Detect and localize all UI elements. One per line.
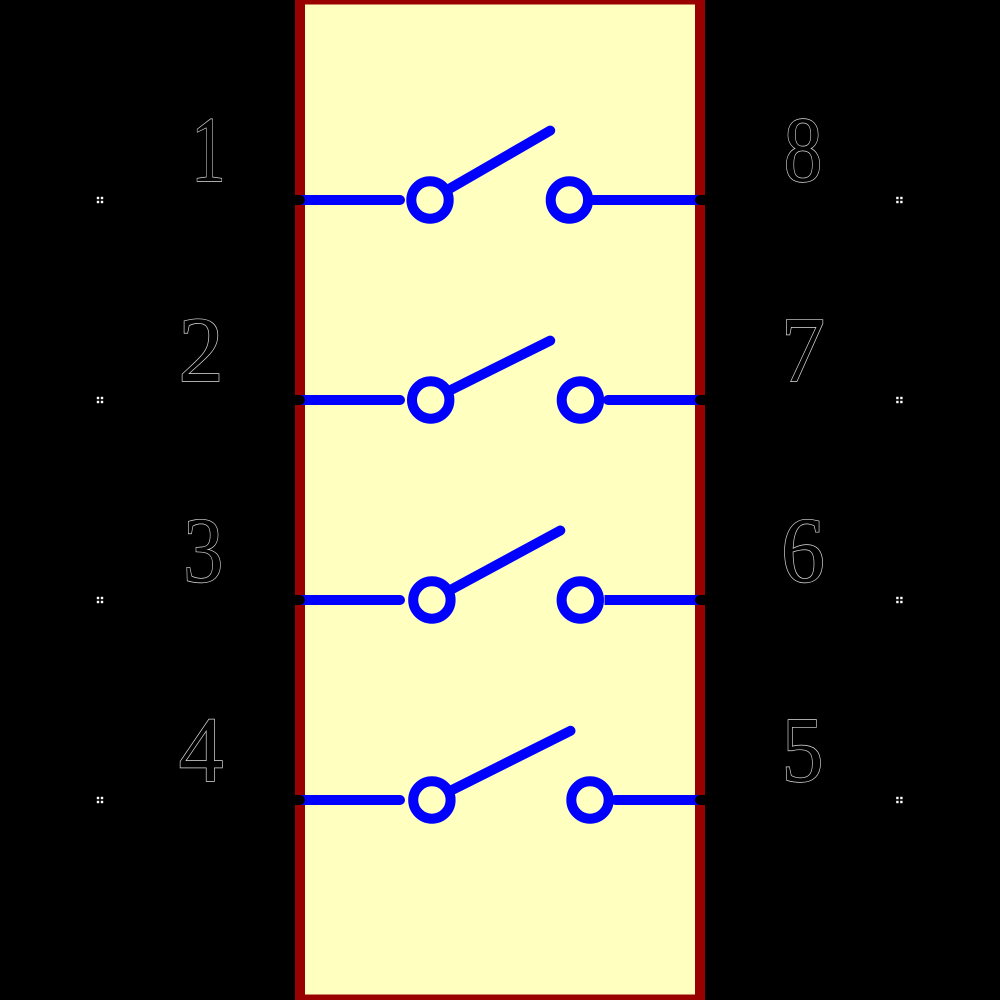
svg-text:3: 3 — [183, 499, 223, 602]
svg-text:4: 4 — [179, 698, 224, 801]
svg-text:1: 1 — [191, 98, 225, 201]
svg-text:7: 7 — [781, 298, 825, 402]
svg-text:8: 8 — [784, 99, 823, 201]
svg-text:5: 5 — [782, 699, 824, 802]
svg-text:6: 6 — [781, 499, 825, 602]
svg-text:2: 2 — [178, 298, 223, 402]
